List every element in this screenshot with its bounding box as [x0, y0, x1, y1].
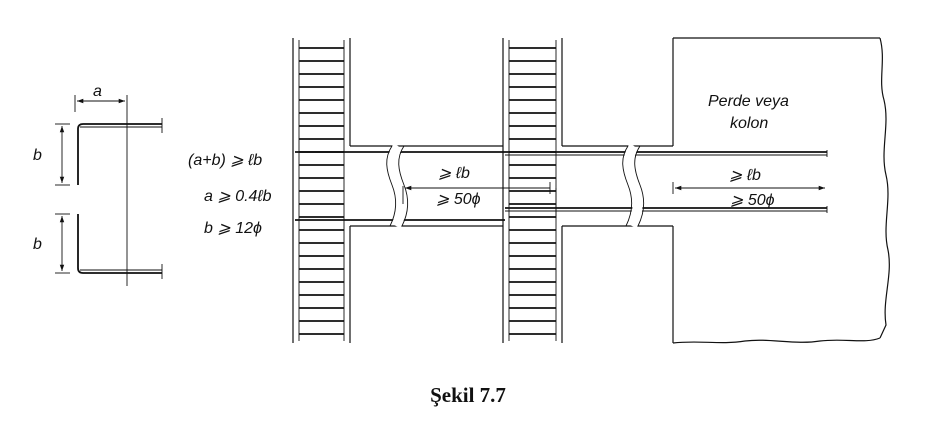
- hook-detail: [55, 95, 163, 286]
- lap-splice-right: [672, 182, 825, 194]
- right-50phi-label: ⩾ 50ϕ: [730, 192, 775, 209]
- break-lines: [386, 143, 645, 229]
- wall-label-line1: Perde veya: [708, 93, 789, 110]
- wall-label-line2: kolon: [730, 115, 768, 132]
- wall-outline: [672, 37, 890, 344]
- condition-a: a ⩾ 0.4ℓb: [204, 188, 272, 205]
- figure-caption: Şekil 7.7: [430, 383, 506, 407]
- label-b-bottom: b: [33, 236, 42, 253]
- right-lb-label: ⩾ ℓb: [729, 167, 761, 184]
- mid-lb-label: ⩾ ℓb: [438, 165, 470, 182]
- label-b-top: b: [33, 147, 42, 164]
- beam-span-2: [505, 145, 828, 227]
- label-a: a: [93, 83, 102, 100]
- column-2: [502, 38, 563, 343]
- condition-b: b ⩾ 12ϕ: [204, 220, 262, 237]
- condition-a-plus-b: (a+b) ⩾ ℓb: [188, 152, 262, 169]
- lap-splice-mid: [402, 182, 557, 218]
- column-1: [292, 38, 351, 343]
- mid-50phi-label: ⩾ 50ϕ: [436, 191, 481, 208]
